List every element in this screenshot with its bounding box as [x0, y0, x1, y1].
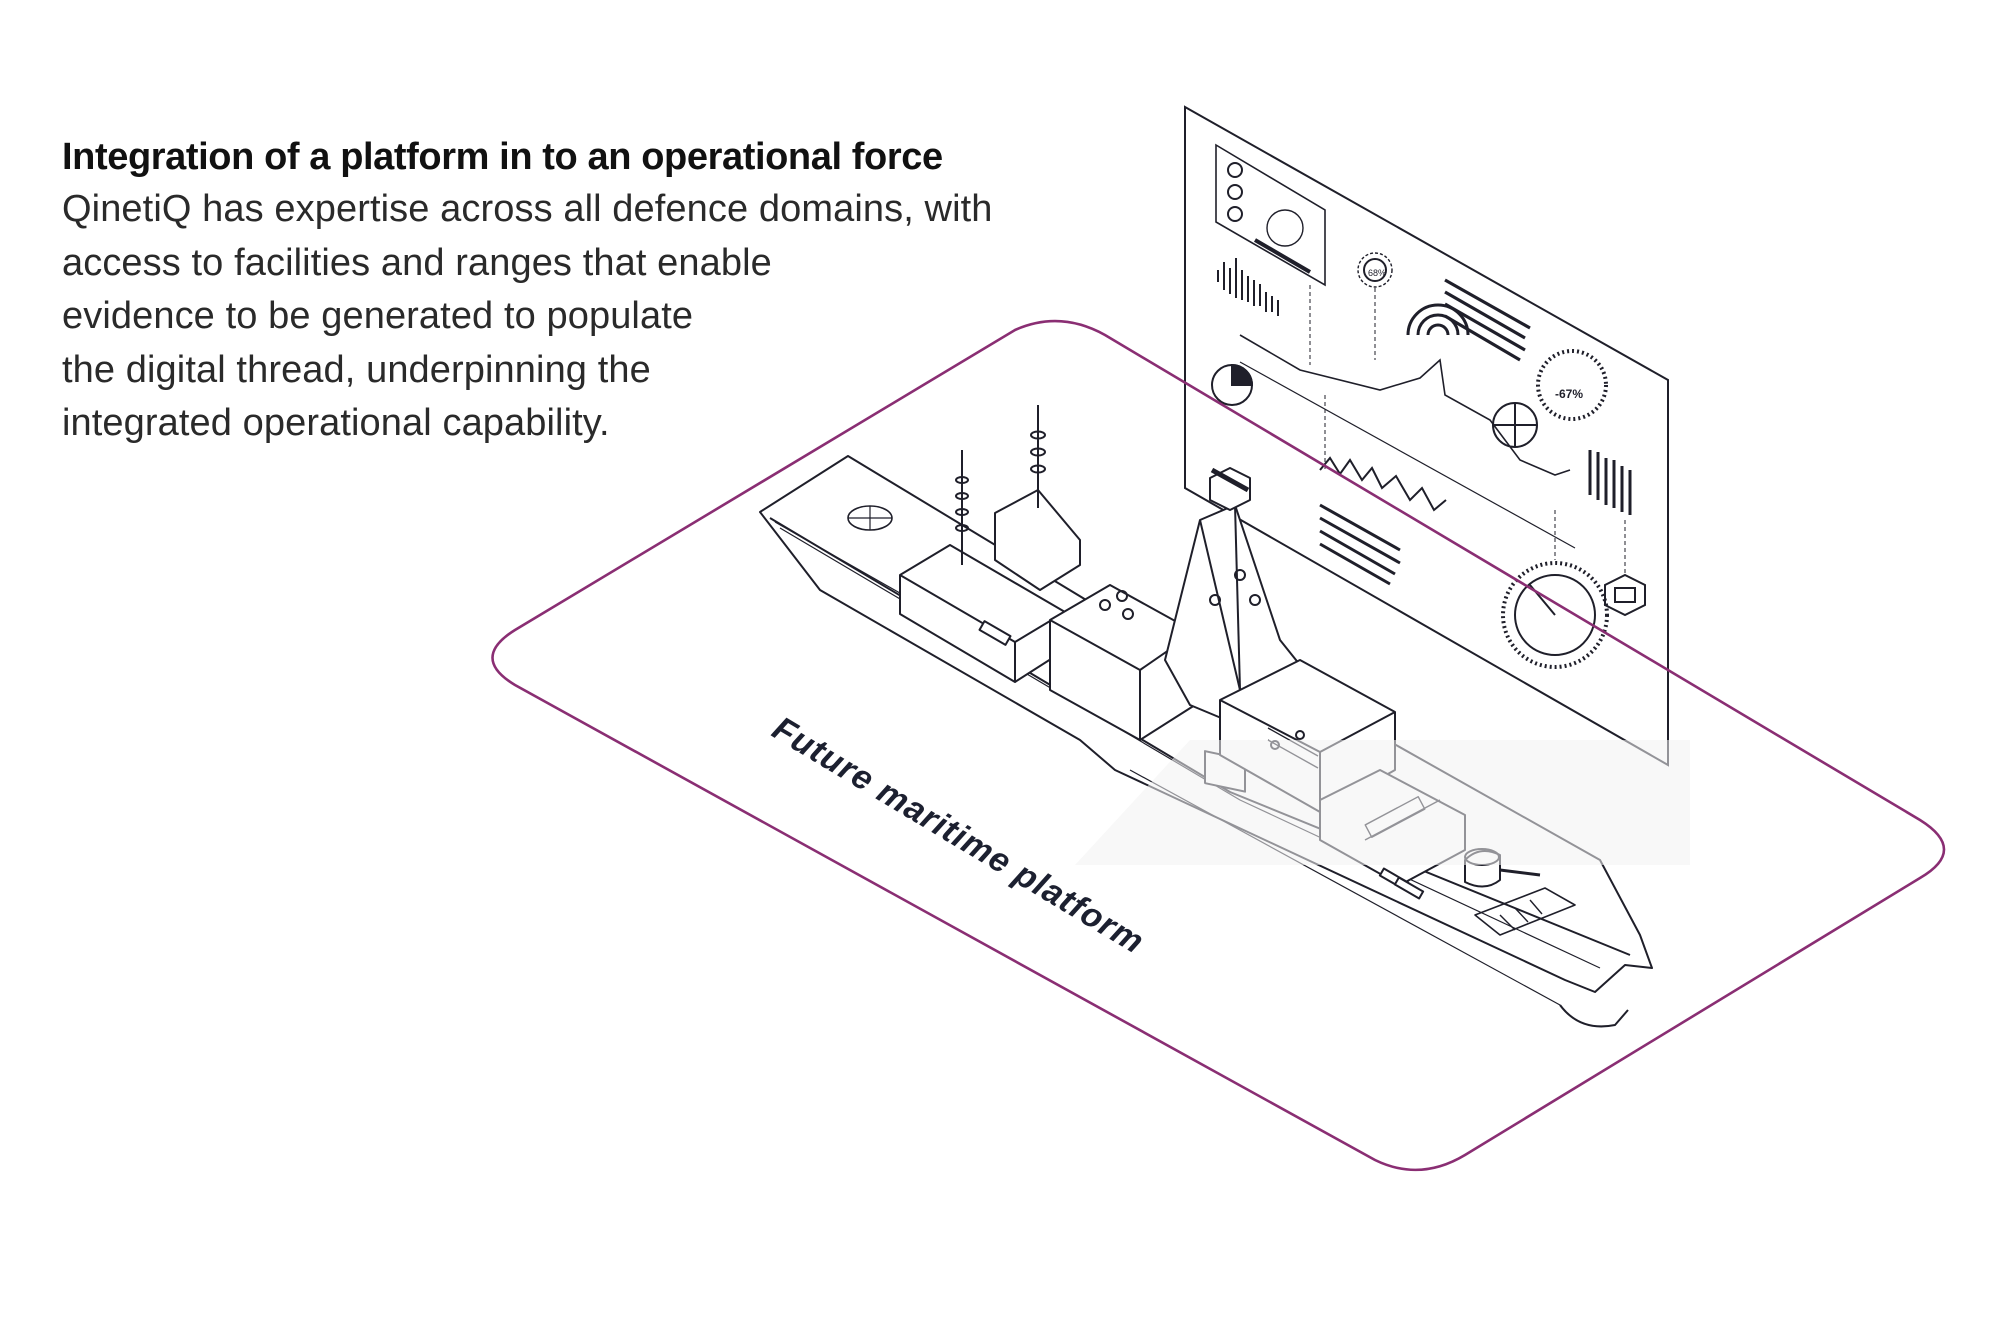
section-heading: Integration of a platform in to an opera… [62, 136, 943, 178]
platform-outline [491, 319, 1946, 1172]
upper-gauge-label: 68% [1368, 268, 1386, 278]
body-line-3: evidence to be generated to populate [62, 295, 694, 338]
body-line-4: the digital thread, underpinning the [62, 348, 651, 391]
body-line-1: QinetiQ has expertise across all defence… [62, 188, 993, 231]
body-line-2: access to facilities and ranges that ena… [62, 241, 772, 284]
holographic-display-panel: 68% -67% [1184, 105, 1669, 767]
lower-gauge-label: -67% [1555, 387, 1583, 401]
intro-text-block: Integration of a platform in to an opera… [62, 132, 1062, 451]
body-line-5: integrated operational capability. [62, 402, 610, 445]
watermark-block [1075, 740, 1690, 865]
